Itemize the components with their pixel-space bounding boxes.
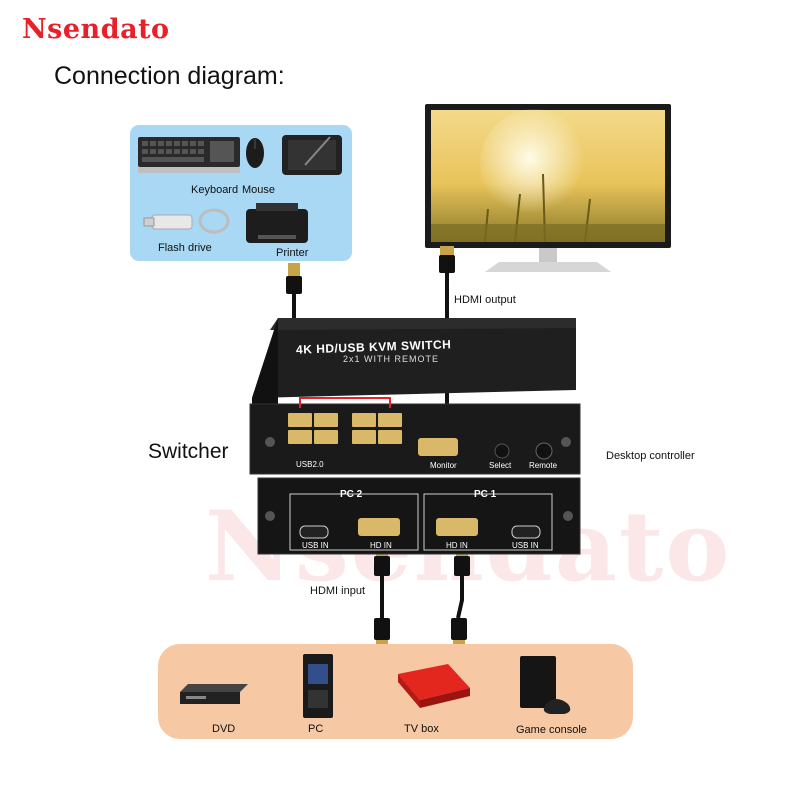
select-button-label: Select: [489, 461, 511, 470]
hdmi-input-cable-left: [374, 548, 390, 646]
pc2-label: PC 2: [340, 489, 362, 500]
hd-in-left-label: HD IN: [370, 541, 392, 550]
hdmi-input-cable-right: [451, 548, 470, 646]
device-subtitle: 2x1 WITH REMOTE: [343, 354, 439, 364]
usb2-port-label: USB2.0: [296, 460, 324, 469]
tv-box-icon: [398, 664, 470, 708]
tv-box-label: TV box: [404, 723, 439, 735]
usb-in-right-label: USB IN: [512, 541, 539, 550]
game-console-label: Game console: [516, 724, 587, 736]
pc-label: PC: [308, 723, 323, 735]
usb-in-left-label: USB IN: [302, 541, 329, 550]
pc-tower-icon: [303, 654, 333, 718]
hd-in-right-label: HD IN: [446, 541, 468, 550]
hdmi-input-label: HDMI input: [310, 585, 365, 597]
monitor-port-label: Monitor: [430, 461, 457, 470]
remote-port-label: Remote: [529, 461, 557, 470]
desktop-controller-label: Desktop controller: [606, 450, 695, 462]
dvd-label: DVD: [212, 723, 235, 735]
pc1-label: PC 1: [474, 489, 496, 500]
dvd-player-icon: [180, 684, 248, 704]
switcher-label: Switcher: [148, 440, 229, 464]
game-console-icon: [520, 656, 570, 714]
